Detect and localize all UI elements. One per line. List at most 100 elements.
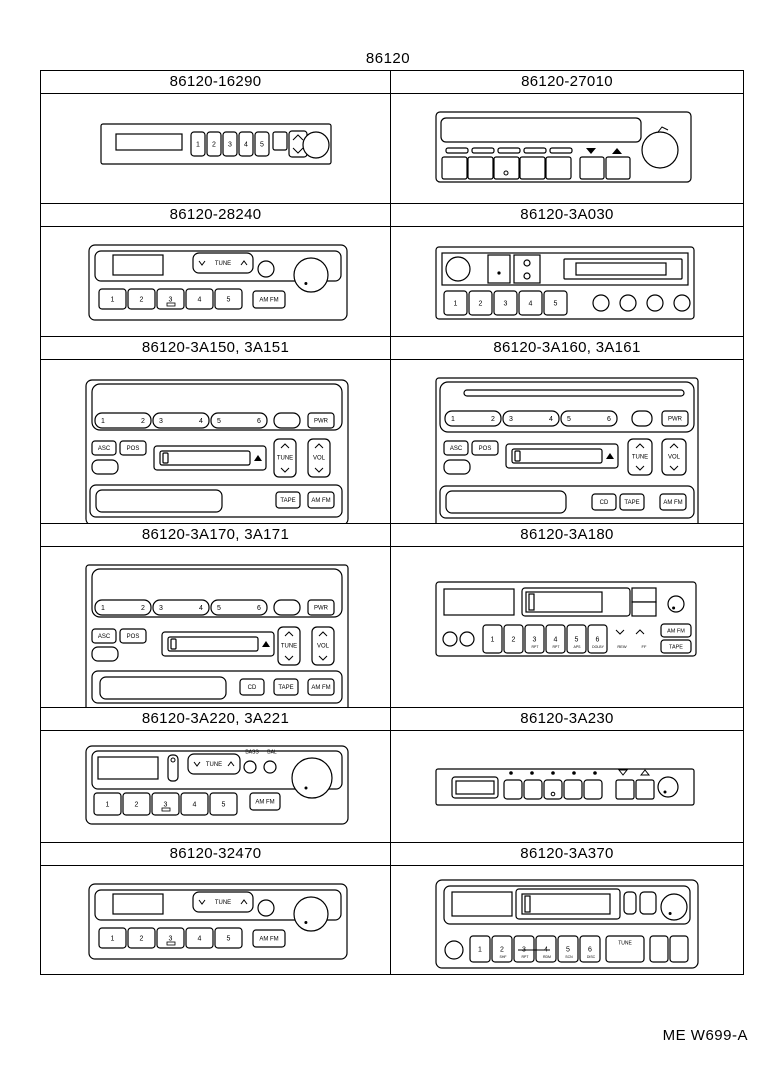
svg-text:4: 4 xyxy=(199,418,203,425)
svg-text:AM FM: AM FM xyxy=(311,498,330,504)
part-number: 86120-3A220, 3A221 xyxy=(41,708,390,731)
radio-illustration: 1 2 3 4 5 xyxy=(391,227,743,336)
part-number: 86120-3A160, 3A161 xyxy=(391,337,743,360)
svg-text:3: 3 xyxy=(169,935,173,942)
svg-text:5: 5 xyxy=(227,935,231,942)
svg-text:AM FM: AM FM xyxy=(259,298,278,304)
svg-text:1: 1 xyxy=(101,418,105,425)
svg-text:TAPE: TAPE xyxy=(624,500,639,506)
svg-text:DOLBY: DOLBY xyxy=(592,645,605,649)
svg-text:POS: POS xyxy=(127,634,140,640)
svg-text:3: 3 xyxy=(164,801,168,808)
svg-text:6: 6 xyxy=(257,605,261,612)
svg-text:AM FM: AM FM xyxy=(259,937,278,943)
part-number: 86120-28240 xyxy=(41,204,390,227)
part-number: 86120-3A230 xyxy=(391,708,743,731)
svg-text:AM FM: AM FM xyxy=(255,800,274,806)
svg-text:5: 5 xyxy=(554,300,558,307)
svg-text:6: 6 xyxy=(588,946,592,953)
svg-text:3: 3 xyxy=(169,296,173,303)
svg-text:APS: APS xyxy=(573,645,581,649)
radio-drawing xyxy=(435,768,695,806)
svg-text:5: 5 xyxy=(575,636,579,643)
svg-text:5: 5 xyxy=(217,418,221,425)
svg-text:4: 4 xyxy=(193,801,197,808)
svg-text:5: 5 xyxy=(227,296,231,303)
svg-text:5: 5 xyxy=(566,946,570,953)
svg-text:6: 6 xyxy=(257,418,261,425)
radio-drawing xyxy=(435,111,692,183)
svg-text:ASC: ASC xyxy=(98,446,111,452)
svg-text:VOL: VOL xyxy=(317,644,330,650)
svg-text:PWR: PWR xyxy=(314,606,329,612)
svg-text:4: 4 xyxy=(529,300,533,307)
svg-text:VOL: VOL xyxy=(668,455,681,461)
svg-text:1: 1 xyxy=(478,946,482,953)
svg-text:3: 3 xyxy=(504,300,508,307)
svg-text:5: 5 xyxy=(567,416,571,423)
svg-text:1: 1 xyxy=(111,935,115,942)
svg-text:2: 2 xyxy=(500,946,504,953)
svg-text:2: 2 xyxy=(140,935,144,942)
page-title: 86120 xyxy=(365,50,411,67)
svg-text:4: 4 xyxy=(554,636,558,643)
svg-text:2: 2 xyxy=(512,636,516,643)
svg-text:5: 5 xyxy=(217,605,221,612)
svg-text:4: 4 xyxy=(198,296,202,303)
svg-text:1: 1 xyxy=(451,416,455,423)
svg-text:TAPE: TAPE xyxy=(278,685,293,691)
svg-text:PWR: PWR xyxy=(668,417,683,423)
svg-text:4: 4 xyxy=(199,605,203,612)
radio-illustration xyxy=(391,731,743,842)
svg-text:5: 5 xyxy=(260,141,264,148)
svg-text:RDM: RDM xyxy=(543,955,551,959)
svg-text:CD: CD xyxy=(248,685,257,691)
svg-text:AM FM: AM FM xyxy=(663,500,682,506)
part-number: 86120-3A180 xyxy=(391,524,743,547)
svg-text:AM FM: AM FM xyxy=(667,628,685,634)
svg-text:VOL: VOL xyxy=(313,456,326,462)
svg-text:6: 6 xyxy=(596,636,600,643)
svg-text:TUNE: TUNE xyxy=(618,940,632,946)
svg-text:2: 2 xyxy=(491,416,495,423)
svg-text:RPT: RPT xyxy=(532,645,540,649)
svg-text:1: 1 xyxy=(196,141,200,148)
svg-text:POS: POS xyxy=(479,446,492,452)
part-cell: 86120-3A230 xyxy=(390,707,744,843)
svg-text:2: 2 xyxy=(141,418,145,425)
svg-text:2: 2 xyxy=(141,605,145,612)
part-number: 86120-3A170, 3A171 xyxy=(41,524,390,547)
part-number: 86120-3A030 xyxy=(391,204,743,227)
svg-text:3: 3 xyxy=(159,605,163,612)
part-cell: 86120-27010 xyxy=(390,70,744,204)
svg-text:3: 3 xyxy=(533,636,537,643)
svg-text:1: 1 xyxy=(106,801,110,808)
svg-text:2: 2 xyxy=(479,300,483,307)
svg-text:1: 1 xyxy=(454,300,458,307)
part-number: 86120-16290 xyxy=(41,71,390,94)
part-cell: 86120-3A030 1 2 3 4 5 xyxy=(390,203,744,337)
svg-text:FF: FF xyxy=(642,644,647,649)
